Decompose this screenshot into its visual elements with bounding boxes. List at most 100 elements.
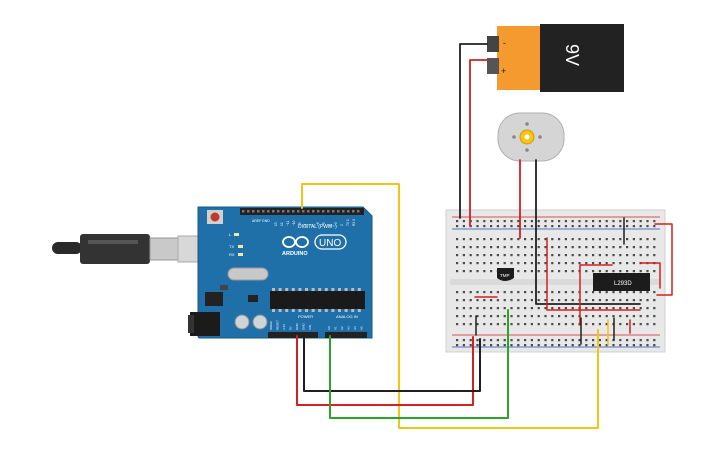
breadboard-hole [619, 299, 622, 302]
wire-yellow[interactable] [301, 183, 599, 429]
battery-9v[interactable]: - + 9V [487, 24, 624, 92]
usb-cable-strain-relief [52, 242, 82, 254]
breadboard-hole [558, 291, 561, 294]
breadboard-hole [605, 344, 608, 347]
breadboard-hole [564, 238, 567, 241]
temperature-sensor[interactable]: TMP [497, 268, 514, 281]
digital-pin-label: 2 [340, 224, 344, 226]
breadboard-hole [646, 220, 649, 223]
breadboard-hole [585, 246, 588, 249]
breadboard-hole [612, 254, 615, 257]
breadboard-hole [653, 270, 656, 273]
breadboard-hole [551, 344, 554, 347]
header-hole [267, 210, 270, 213]
svg-text:AREF: AREF [252, 219, 261, 223]
breadboard-hole [585, 339, 588, 342]
breadboard-hole [537, 315, 540, 318]
breadboard-hole [469, 315, 472, 318]
header-hole [312, 210, 315, 213]
breadboard-hole [537, 307, 540, 310]
svg-text:+: + [501, 66, 506, 76]
wire-black-gnd[interactable] [303, 335, 481, 392]
analog-pin-label: A5 [360, 326, 364, 330]
digital-pin-label: 13 [274, 222, 278, 226]
breadboard-hole [632, 220, 635, 223]
crystal-oscillator [227, 267, 269, 281]
breadboard-hole [612, 315, 615, 318]
breadboard-hole [639, 299, 642, 302]
breadboard-hole [639, 238, 642, 241]
breadboard-hole [571, 262, 574, 265]
breadboard-hole [639, 246, 642, 249]
breadboard-hole [639, 220, 642, 223]
breadboard-hole [653, 307, 656, 310]
breadboard-hole [646, 299, 649, 302]
breadboard-hole [653, 291, 656, 294]
breadboard-hole [632, 225, 635, 228]
breadboard-hole [558, 220, 561, 223]
wire-battery-negative[interactable] [459, 43, 488, 219]
breadboard-hole [476, 220, 479, 223]
breadboard-hole [503, 307, 506, 310]
breadboard-hole [653, 315, 656, 318]
breadboard-hole [564, 254, 567, 257]
wire-red-5v[interactable] [296, 335, 474, 406]
header-hole [272, 210, 275, 213]
breadboard-hole [462, 254, 465, 257]
breadboard-hole [503, 262, 506, 265]
breadboard-hole [558, 339, 561, 342]
breadboard-hole [517, 220, 520, 223]
breadboard-hole [605, 323, 608, 326]
svg-text:-: - [503, 38, 506, 48]
reset-button[interactable] [210, 212, 220, 222]
digital-pin-label: ~9 [298, 222, 302, 226]
breadboard-hole [585, 254, 588, 257]
power-pin-label: RESET [276, 320, 280, 330]
analog-pin-label: A1 [334, 326, 338, 330]
breadboard-hole [558, 246, 561, 249]
breadboard-hole [537, 254, 540, 257]
wire-bb-red-4[interactable] [639, 262, 661, 289]
wire-bb-red-2[interactable] [579, 264, 613, 326]
breadboard-hole [476, 254, 479, 257]
breadboard[interactable] [445, 209, 666, 353]
breadboard-hole [510, 339, 513, 342]
breadboard-hole [639, 254, 642, 257]
breadboard-hole [496, 344, 499, 347]
l293d-chip[interactable]: L293D [593, 273, 650, 291]
breadboard-hole [490, 254, 493, 257]
wire-green-analog[interactable] [329, 309, 509, 419]
wire-motor-black[interactable] [535, 159, 641, 305]
breadboard-hole [456, 307, 459, 310]
breadboard-hole [585, 299, 588, 302]
breadboard-hole [626, 225, 629, 228]
dc-power-jack[interactable] [190, 312, 220, 336]
breadboard-hole [503, 291, 506, 294]
breadboard-hole [626, 299, 629, 302]
breadboard-hole [544, 299, 547, 302]
breadboard-hole [585, 262, 588, 265]
breadboard-hole [456, 299, 459, 302]
power-pin-label: 5V [289, 326, 293, 330]
wire-battery-positive[interactable] [469, 59, 488, 227]
battery-voltage-label: 9V [562, 44, 582, 66]
breadboard-hole [469, 323, 472, 326]
atmega328-chip [270, 291, 365, 309]
breadboard-hole [646, 238, 649, 241]
wire-bb-red-3[interactable] [654, 223, 673, 296]
breadboard-hole [537, 339, 540, 342]
breadboard-hole [558, 270, 561, 273]
header-hole [337, 210, 340, 213]
breadboard-hole [571, 323, 574, 326]
wire-bb-red-1[interactable] [546, 237, 641, 311]
breadboard-hole [551, 262, 554, 265]
digital-pin-label: TX 1 [346, 219, 350, 226]
dc-motor[interactable] [497, 112, 565, 162]
usb-cable[interactable] [52, 234, 209, 264]
breadboard-hole [462, 323, 465, 326]
breadboard-hole [605, 238, 608, 241]
breadboard-hole [517, 254, 520, 257]
rx-led [238, 253, 243, 256]
